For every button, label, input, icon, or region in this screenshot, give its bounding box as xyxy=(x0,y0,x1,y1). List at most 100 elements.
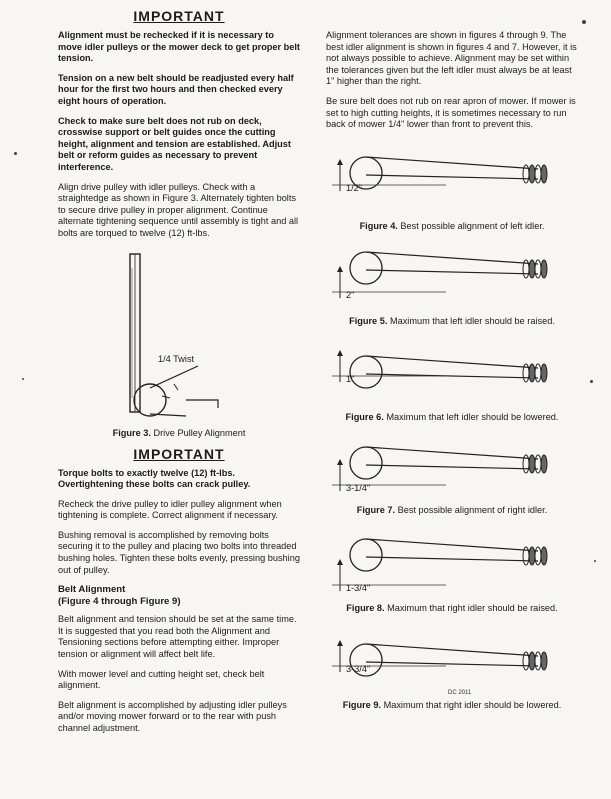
paragraph-torque-bolts: Torque bolts to exactly twelve (12) ft-l… xyxy=(58,467,251,490)
figure-caption: Figure 7. Best possible alignment of rig… xyxy=(326,505,578,517)
figure-3-text: Drive Pulley Alignment xyxy=(153,427,246,438)
drive-pulley-groove xyxy=(540,651,548,671)
figure-caption-text: Best possible alignment of left idler. xyxy=(400,220,545,231)
figure-caption: Figure 6. Maximum that left idler should… xyxy=(326,412,578,424)
scan-speck xyxy=(22,378,24,380)
belt-top xyxy=(365,538,539,552)
figure-number: Figure 5. xyxy=(349,316,390,327)
paragraph-belt-rub-check: Check to make sure belt does not rub on … xyxy=(58,115,291,172)
figure-5: 2" Figure 5. Maximum that left idler shou… xyxy=(326,238,578,328)
paragraph-alignment-tension: Belt alignment and tension should be set… xyxy=(58,614,297,660)
drive-pulley-groove xyxy=(528,363,536,383)
paragraph-mower-level: With mower level and cutting height set,… xyxy=(58,668,265,691)
drive-pulley-groove xyxy=(534,651,542,671)
arrow-head xyxy=(337,558,343,565)
belt-top xyxy=(365,643,539,657)
scan-speck xyxy=(582,20,586,24)
figure-number: Figure 9. xyxy=(342,700,384,711)
belt-bottom xyxy=(365,373,539,379)
arrow-head xyxy=(337,640,343,647)
idler-diagram xyxy=(332,349,548,389)
belt-top xyxy=(365,156,539,170)
figure-caption-text: Maximum that left idler should be raised… xyxy=(389,316,555,327)
belt-top xyxy=(365,251,539,265)
belt-alignment-subtitle: (Figure 4 through Figure 9) xyxy=(58,596,181,608)
paragraph-tolerances: Alignment tolerances are shown in figure… xyxy=(326,30,577,87)
figure-caption-text: Best possible alignment of right idler. xyxy=(397,505,548,516)
idler-pulley xyxy=(349,355,383,389)
dimension-label: 1" xyxy=(346,373,355,384)
belt-bottom xyxy=(365,556,539,562)
scan-speck xyxy=(590,380,593,383)
figure-6: 1" Figure 6. Maximum that left idler shou… xyxy=(326,334,578,424)
figure-caption: Figure 9. Maximum that right idler shoul… xyxy=(326,700,578,712)
paragraph-rear-apron: Be sure belt does not rub on rear apron … xyxy=(326,95,576,130)
drive-pulley-groove xyxy=(540,454,548,474)
drive-pulley-groove xyxy=(528,164,536,184)
figure-number: Figure 6. xyxy=(345,411,387,422)
document-code: DC 2011 xyxy=(448,690,472,696)
figure-8: 1-3/4"Figure 8. Maximum that right idler… xyxy=(326,523,578,615)
idler-diagram xyxy=(332,640,548,677)
drive-pulley-groove xyxy=(534,164,542,184)
figure-caption-text: Maximum that left idler should be lowere… xyxy=(386,411,559,422)
drive-pulley-groove xyxy=(528,259,536,279)
drive-pulley-groove xyxy=(540,164,548,184)
paragraph-recheck-drive: Recheck the drive pulley to idler pulley… xyxy=(58,498,282,521)
figure-3-number: Figure 3. xyxy=(112,427,151,438)
figure-number: Figure 7. xyxy=(356,505,398,516)
twist-label: 1/4 Twist xyxy=(158,353,195,364)
drive-pulley-groove xyxy=(534,454,542,474)
drive-pulley-groove xyxy=(540,546,548,566)
arrow-head xyxy=(337,459,343,466)
figure-3-drive-pulley: 1/4 Twist Figure 3. Drive Pulley Alignme… xyxy=(58,248,300,440)
idler-pulley xyxy=(349,446,383,480)
figure-caption: Figure 8. Maximum that right idler shoul… xyxy=(326,603,578,615)
figure-number: Figure 8. xyxy=(346,602,388,613)
paragraph-recheck-alignment: Alignment must be rechecked if it is nec… xyxy=(58,30,300,64)
figure-caption-text: Maximum that right idler should be raise… xyxy=(387,602,558,613)
right-column: Alignment tolerances are shown in figure… xyxy=(326,30,578,712)
figure-caption: Figure 5. Maximum that left idler should… xyxy=(326,316,578,328)
arrow-head xyxy=(337,349,343,356)
paragraph-adjusting-idlers: Belt alignment is accomplished by adjust… xyxy=(58,699,287,733)
drive-pulley-groove xyxy=(540,259,548,279)
belt-top xyxy=(365,446,539,460)
figure-4: 1/2" Figure 4. Best possible alignment of… xyxy=(326,139,578,233)
paragraph-new-belt-tension: Tension on a new belt should be readjust… xyxy=(58,72,294,106)
idler-pulley xyxy=(349,538,383,572)
drive-pulley-groove xyxy=(534,363,542,383)
figure-3-caption: Figure 3. Drive Pulley Alignment xyxy=(58,428,300,438)
belt-alignment-heading: Belt Alignment (Figure 4 through Figure … xyxy=(58,584,300,608)
figure-caption: Figure 4. Best possible alignment of lef… xyxy=(326,221,578,233)
drive-pulley-groove xyxy=(534,546,542,566)
idler-diagram xyxy=(332,156,548,191)
drive-pulley-groove xyxy=(528,454,536,474)
belt-bottom xyxy=(365,174,539,180)
idler-figures: 1/2" Figure 4. Best possible alignment of… xyxy=(326,139,578,712)
drive-pulley-groove xyxy=(528,546,536,566)
belt-bottom xyxy=(365,464,539,470)
important-heading-1: IMPORTANT xyxy=(133,8,225,24)
drive-pulley-groove xyxy=(528,651,536,671)
dimension-label: 3-3/4" xyxy=(346,664,371,675)
scan-speck xyxy=(14,152,17,155)
dimension-label: 3-1/4" xyxy=(346,483,371,494)
drive-pulley-groove xyxy=(540,363,548,383)
drive-pulley-groove xyxy=(534,259,542,279)
belt-bottom xyxy=(365,661,539,667)
dimension-label: 2" xyxy=(346,290,355,301)
arrow-head xyxy=(337,266,343,273)
figure-caption-text: Maximum that right idler should be lower… xyxy=(383,700,562,711)
idler-diagram xyxy=(332,251,548,299)
belt-alignment-title: Belt Alignment xyxy=(58,584,126,596)
belt-top xyxy=(365,355,539,369)
figure-7: 3-1/4" Figure 7. Best possible alignment … xyxy=(326,429,578,517)
figure-number: Figure 4. xyxy=(359,220,401,231)
important-heading-2: IMPORTANT xyxy=(133,445,225,462)
dimension-label: 1/2" xyxy=(346,182,363,193)
scan-speck xyxy=(594,560,596,562)
drive-pulley-diagram xyxy=(129,252,219,417)
idler-pulley xyxy=(349,251,383,285)
